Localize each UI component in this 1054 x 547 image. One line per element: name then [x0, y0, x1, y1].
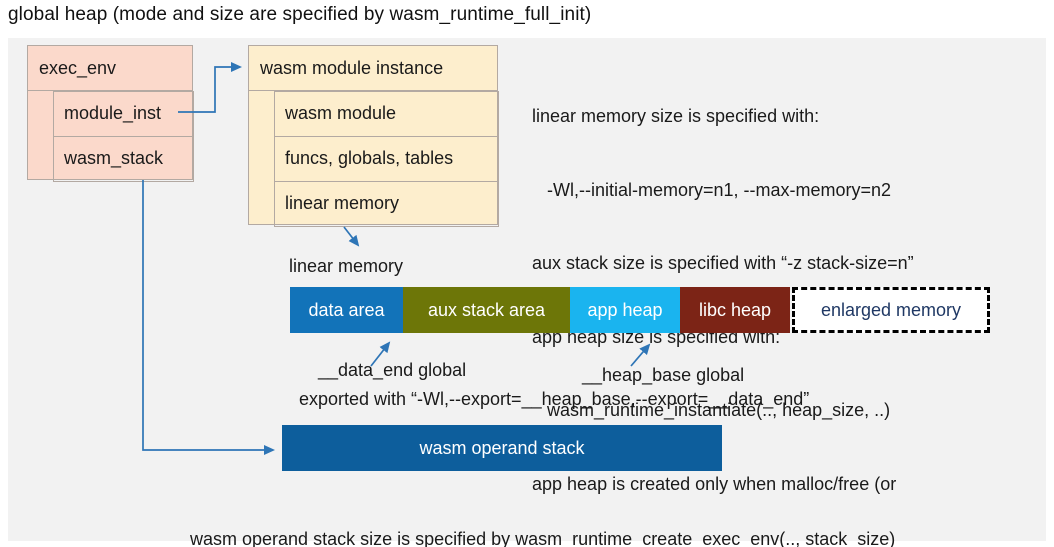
module-instance-box: wasm module instance wasm module funcs, …	[248, 45, 499, 227]
instance-row-funcs-globals-tables: funcs, globals, tables	[274, 136, 499, 182]
exec-env-header: exec_env	[28, 46, 192, 91]
note-line: linear memory size is specified with:	[532, 106, 820, 126]
segment-data-area: data area	[290, 287, 403, 333]
segment-libc-heap: libc heap	[680, 287, 790, 333]
data-end-global-label: __data_end global	[318, 360, 467, 380]
segment-aux-stack-area: aux stack area	[403, 287, 570, 333]
exec-env-row-module-inst: module_inst	[53, 91, 194, 137]
instance-row-linear-memory: linear memory	[274, 181, 499, 227]
segment-app-heap: app heap	[570, 287, 680, 333]
exported-with-label: exported with “-Wl,--export=__heap_base,…	[299, 389, 810, 409]
note-line: app heap is created only when malloc/fre…	[532, 473, 897, 494]
linear-memory-label: linear memory	[289, 256, 404, 276]
operand-stack-notes: wasm operand stack size is specified by …	[190, 479, 895, 547]
page-title: global heap (mode and size are specified…	[8, 4, 592, 25]
segment-enlarged-memory: enlarged memory	[792, 287, 990, 333]
heap-base-global-label: __heap_base global	[582, 365, 745, 385]
exec-env-row-wasm-stack: wasm_stack	[53, 136, 194, 182]
exec-env-box: exec_env module_inst wasm_stack	[27, 45, 194, 182]
instance-row-wasm-module: wasm module	[274, 91, 499, 137]
wasm-operand-stack-bar: wasm operand stack	[282, 425, 722, 471]
note-line: wasm_runtime_instantiate(.., heap_size, …	[532, 400, 891, 420]
module-instance-header: wasm module instance	[249, 46, 497, 91]
note-line: aux stack size is specified with “-z sta…	[532, 253, 914, 273]
note-line: wasm operand stack size is specified by …	[190, 529, 896, 547]
note-line: -Wl,--initial-memory=n1, --max-memory=n2	[532, 179, 892, 200]
